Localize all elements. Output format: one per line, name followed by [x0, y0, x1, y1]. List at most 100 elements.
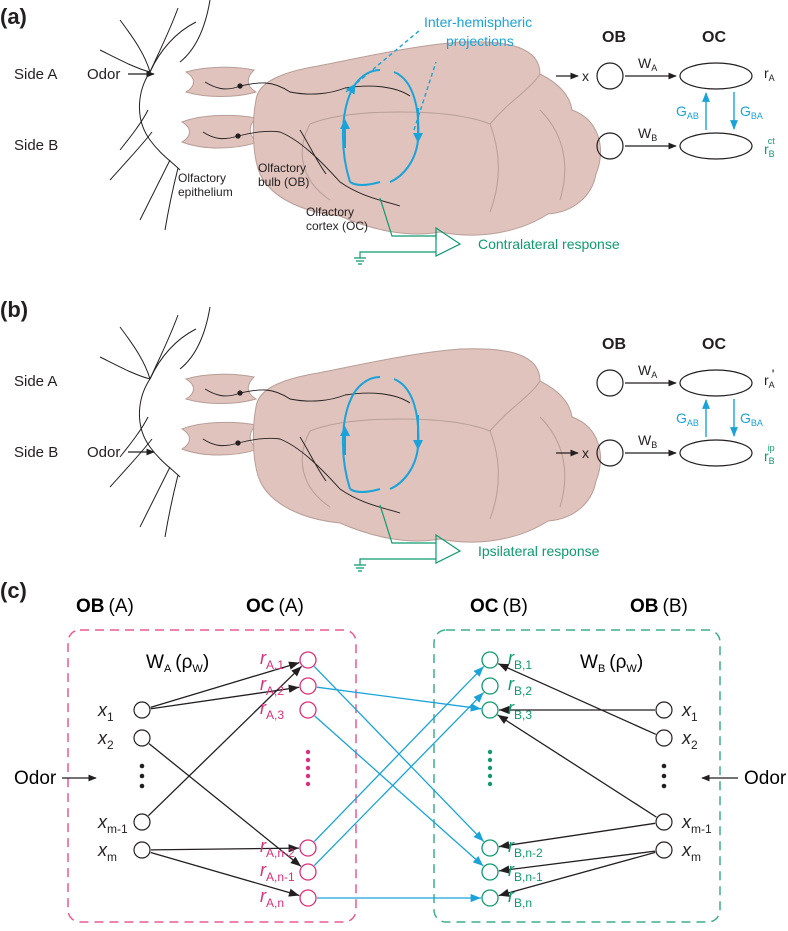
inter-edge-3: [314, 715, 484, 867]
ob-b-node-2: [655, 729, 673, 747]
ob-node-a1: [596, 62, 624, 90]
gba-label-b: GBA: [740, 410, 763, 428]
ob-a-label-4: xm: [97, 840, 117, 864]
oc-b-node-6: [481, 889, 499, 907]
ob-a-node-1: [133, 701, 151, 719]
ob-a-label-1: x1: [97, 700, 114, 724]
odor-label-b: Odor: [87, 444, 120, 461]
odor-left-label: Odor: [14, 768, 57, 789]
neuron-paths-b: [202, 388, 411, 514]
wb-rho-label: WB(ρW): [580, 652, 643, 675]
oc-b-node-3: [481, 701, 499, 719]
side-b-label: Side B: [14, 137, 58, 154]
oc-a-header: OC(A): [246, 596, 304, 617]
ob-b-node-4: [655, 841, 673, 859]
panel-c-label: (c): [0, 578, 27, 603]
electrode-b: [354, 504, 462, 572]
side-b-label-b: Side B: [14, 444, 58, 461]
wa-label-b: WA: [638, 362, 657, 380]
inter-dash-2-a: [413, 61, 437, 131]
rb-ellipsis: [487, 749, 493, 787]
oc-head-a: OC: [702, 29, 726, 46]
panel-b-label: (b): [0, 297, 28, 322]
ff-edge-b-4: [498, 822, 656, 850]
oc-b-node-5: [481, 863, 499, 881]
cortex-label-1: Olfactory: [306, 205, 354, 219]
x-label-a: x: [582, 68, 589, 84]
oc-a-label-2: rA,2: [260, 674, 284, 698]
inter-dash-1-a: [345, 29, 421, 93]
electrode-a: [354, 197, 462, 265]
oc-node-b2: [679, 439, 753, 467]
snout-outline-b: [99, 306, 211, 538]
ob-a-header: OB(A): [76, 596, 134, 617]
olfactory-epithelium-a: [180, 66, 260, 149]
oc-a-node-1: [299, 651, 317, 669]
oc-b-label-2: rB,2: [508, 674, 532, 698]
gab-label-b: GAB: [676, 410, 699, 428]
ff-edge-b-2: [497, 663, 657, 735]
ob-node-b1: [596, 369, 624, 397]
ob-a-node-3: [133, 813, 151, 831]
ob-a-ellipsis: [139, 763, 145, 789]
oc-a-node-2: [299, 677, 317, 695]
oc-b-node-4: [481, 839, 499, 857]
ob-b-label-4: xm: [681, 840, 701, 864]
wb-label-b: WB: [638, 432, 657, 450]
ff-edge-a-1: [150, 661, 300, 709]
ob-b-label-3: xm-1: [681, 812, 712, 836]
inter-edge-2: [316, 686, 482, 712]
ob-node-b2: [596, 439, 624, 467]
oc-a-node-6: [299, 889, 317, 907]
side-a-label-b: Side A: [14, 373, 57, 390]
ob-a-node-4: [133, 841, 151, 859]
schematic-a: OB OC x WA rA WB rBct GAB GBA: [556, 29, 775, 160]
epithelium-label-2: epithelium: [178, 185, 233, 199]
oc-a-node-4: [299, 839, 317, 857]
olfactory-epithelium-b: [180, 373, 260, 456]
panel-c-edges: [147, 661, 657, 903]
ob-b-node-3: [655, 813, 673, 831]
panel-c: (c) OB(A) OC(A) OC(B) OB(B) WA(ρW) WB(ρW…: [0, 578, 787, 923]
interhemispheric-loop-a: [340, 69, 423, 186]
panel-a: (a) Side A Side B Odor: [0, 0, 775, 265]
neuron-paths-a: [202, 81, 411, 207]
oc-b-label-3: rB,3: [508, 698, 532, 722]
interhemispheric-loop-b: [340, 376, 423, 493]
odor-right-label: Odor: [744, 768, 787, 789]
wb-label-a: WB: [638, 125, 657, 143]
odor-label-a: Odor: [87, 66, 120, 83]
ob-b-label-2: x2: [681, 728, 698, 752]
panel-c-nodes: x1x2xm-1xmx1x2xm-1xmrA,1rA,2rA,3rA,n-2rA…: [97, 648, 712, 910]
side-b-box: [433, 629, 721, 923]
x-label-b: x: [582, 445, 589, 461]
response-label-a: Contralateral response: [478, 236, 620, 252]
ra-label-a: rA: [764, 65, 775, 83]
ob-node-a2: [596, 132, 624, 160]
inter-label-2: projections: [446, 33, 514, 49]
ob-b-header: OB(B): [630, 596, 688, 617]
oc-a-label-4: rA,n-2: [260, 836, 295, 860]
oc-b-node-1: [481, 651, 499, 669]
oc-b-header: OC(B): [470, 596, 528, 617]
oc-a-label-3: rA,3: [260, 698, 284, 722]
ob-b-ellipsis: [661, 763, 667, 789]
response-label-b: Ipsilateral response: [478, 543, 600, 559]
oc-b-label-1: rB,1: [508, 648, 532, 672]
ff-edge-b-3: [497, 714, 657, 818]
oc-node-b1: [679, 369, 753, 397]
inter-label-1: Inter-hemispheric: [424, 14, 532, 30]
ob-head-b: OB: [602, 336, 626, 353]
ob-head-a: OB: [602, 29, 626, 46]
panel-b: (b) Side A Side B Odor: [0, 297, 775, 572]
oc-b-label-6: rB,n: [508, 886, 532, 910]
bulb-label-1: Olfactory: [258, 161, 306, 175]
gab-label-a: GAB: [676, 103, 699, 121]
ff-edge-a-6: [150, 851, 300, 897]
oc-b-label-5: rB,n-1: [508, 860, 543, 884]
ob-a-node-2: [133, 729, 151, 747]
ff-edge-a-5: [150, 844, 300, 853]
ob-b-label-1: x1: [681, 700, 698, 724]
oc-head-b: OC: [702, 336, 726, 353]
snout-outline-a: [99, 0, 211, 231]
